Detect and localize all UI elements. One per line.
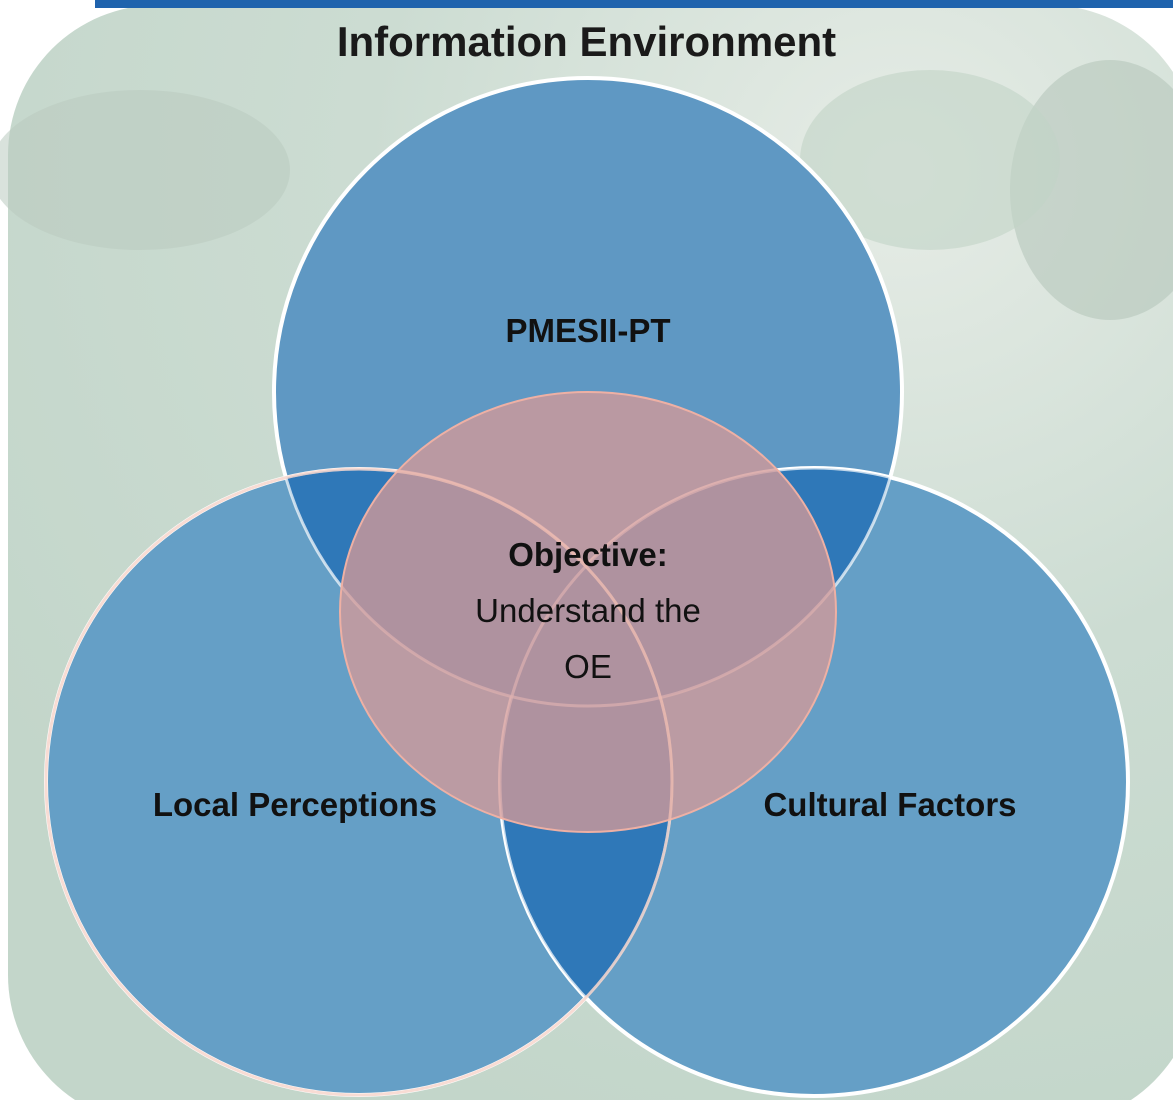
arc-through-center-left xyxy=(44,467,674,1097)
decorative-globe-right xyxy=(1010,60,1173,320)
decorative-globe-left xyxy=(0,90,290,250)
objective-heading: Objective: xyxy=(508,536,668,573)
decorative-globe-mid xyxy=(800,70,1060,250)
objective-line-2: OE xyxy=(564,648,612,685)
objective-line-1: Understand the xyxy=(475,592,701,629)
label-local-perceptions: Local Perceptions xyxy=(152,786,438,823)
top-accent-bar xyxy=(95,0,1173,8)
center-objective-ellipse xyxy=(339,391,837,833)
label-cultural-factors: Cultural Factors xyxy=(763,786,1017,823)
label-pmesii-pt: PMESII-PT xyxy=(505,312,671,349)
diagram-title: Information Environment xyxy=(336,18,837,65)
